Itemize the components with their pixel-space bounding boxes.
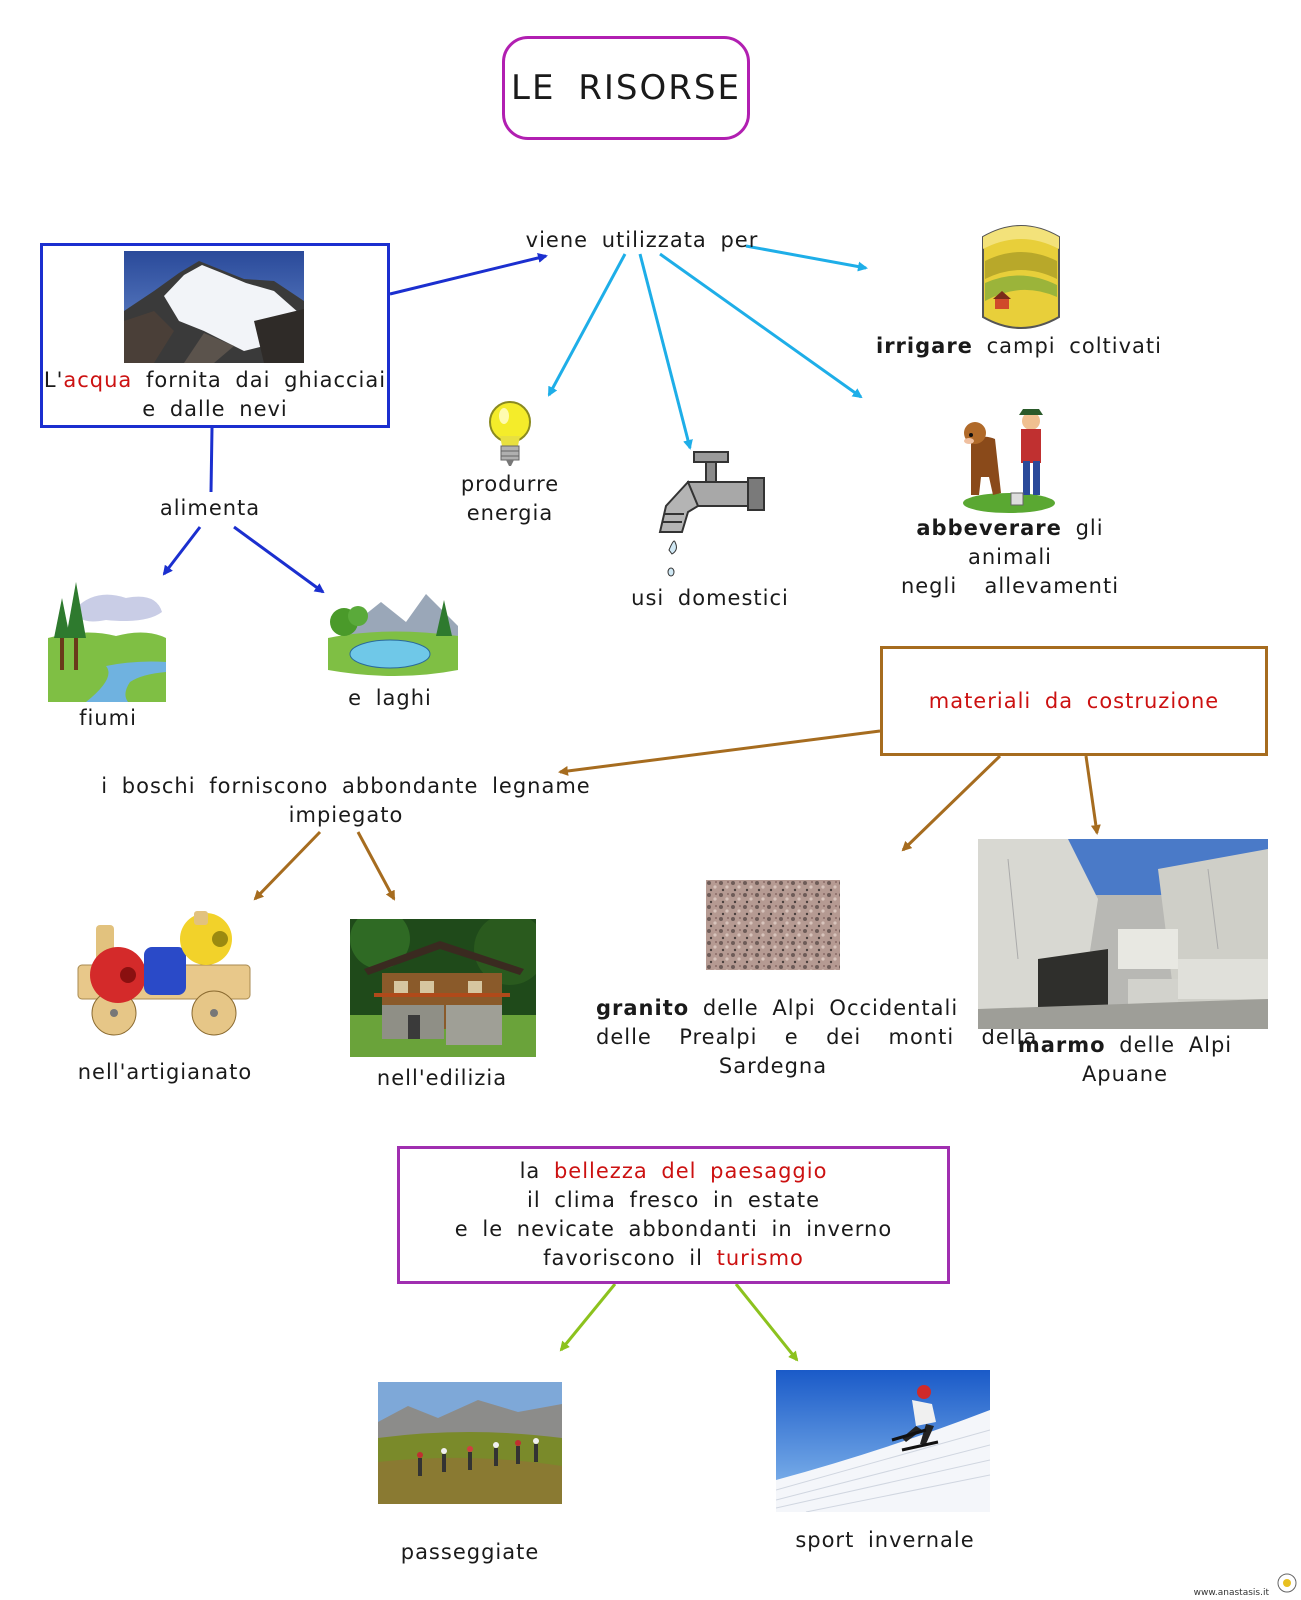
mountain-chalet-photo [350,919,536,1057]
marble-label-line2: Apuane [1081,1062,1169,1086]
energy-label: produrre energia [460,472,560,525]
marble-label: marmo delle Alpi [1017,1033,1233,1057]
wheat-field-icon [975,221,1067,333]
water-source-box: L'acqua fornita dai ghiacciai e dalle ne… [40,243,390,428]
tourism-line2: il clima fresco in estate [527,1188,820,1212]
building-label: nell'edilizia [376,1066,508,1090]
light-bulb-icon [484,398,536,470]
lake-landscape-icon [326,590,460,678]
winter-sports-label: sport invernale [795,1528,975,1552]
arrow-woods-to-crafts [253,830,322,901]
rivers-label: fiumi [79,706,137,730]
arrow-uses-to-irrigate [745,244,868,272]
footer-url: www.anastasis.it [1193,1588,1269,1598]
arrow-materials-to-granite [901,754,1002,852]
water-text-line2: e dalle nevi [142,397,288,421]
animals-label-lines: animali negli allevamenti [900,545,1120,598]
granite-label: granito delle Alpi Occidentali [596,996,959,1020]
domestic-label: usi domestici [631,586,789,610]
tourism-line4: favoriscono il turismo [543,1246,804,1270]
woods-label-line2: impiegato [288,803,404,827]
line-water-to-feeds [209,427,214,493]
arrow-tourism-to-walks [559,1283,617,1352]
river-landscape-icon [46,578,168,702]
water-highlight: acqua [63,368,133,392]
granite-label-lines: delle Prealpi e dei monti della Sardegna [596,1025,1038,1078]
water-tap-icon [652,450,770,580]
arrow-feeds-to-rivers [162,526,202,576]
glacier-photo [124,251,304,363]
materials-label: materiali da costruzione [928,689,1220,713]
anastasis-logo [1276,1570,1298,1596]
arrow-water-to-uses [389,253,548,296]
granite-texture-photo [706,880,840,970]
arrow-uses-to-domestic [638,253,693,450]
hiking-photo [378,1382,562,1504]
lakes-label: e laghi [348,686,432,710]
arrow-feeds-to-lakes [233,525,325,594]
farmer-cow-icon [961,403,1057,515]
uses-header: viene utilizzata per [525,228,759,252]
tourism-box: la bellezza del paesaggio il clima fresc… [397,1146,950,1284]
arrow-tourism-to-sports [734,1283,799,1362]
crafts-label: nell'artigianato [77,1060,253,1084]
toy-train-icon [74,905,254,1041]
arrow-uses-to-animals [659,252,863,399]
tourism-line1: la bellezza del paesaggio [519,1159,828,1183]
marble-quarry-photo [978,839,1268,1029]
materials-box: materiali da costruzione [880,646,1268,756]
skier-photo [776,1370,990,1512]
feeds-label: alimenta [159,496,261,520]
walks-label: passeggiate [400,1540,540,1564]
water-text: L'acqua fornita dai ghiacciai [43,368,387,392]
tourism-line3: e le nevicate abbondanti in inverno [454,1217,893,1241]
arrow-materials-to-marble [1084,755,1101,835]
arrow-materials-to-woods [558,729,881,776]
animals-label: abbeverare gli [916,516,1104,540]
woods-label: i boschi forniscono abbondante legname [101,774,591,798]
irrigate-label: irrigare campi coltivati [876,334,1162,358]
page-title: LE RISORSE [502,36,750,140]
arrow-woods-to-building [356,831,396,901]
arrow-uses-to-energy [547,253,627,397]
